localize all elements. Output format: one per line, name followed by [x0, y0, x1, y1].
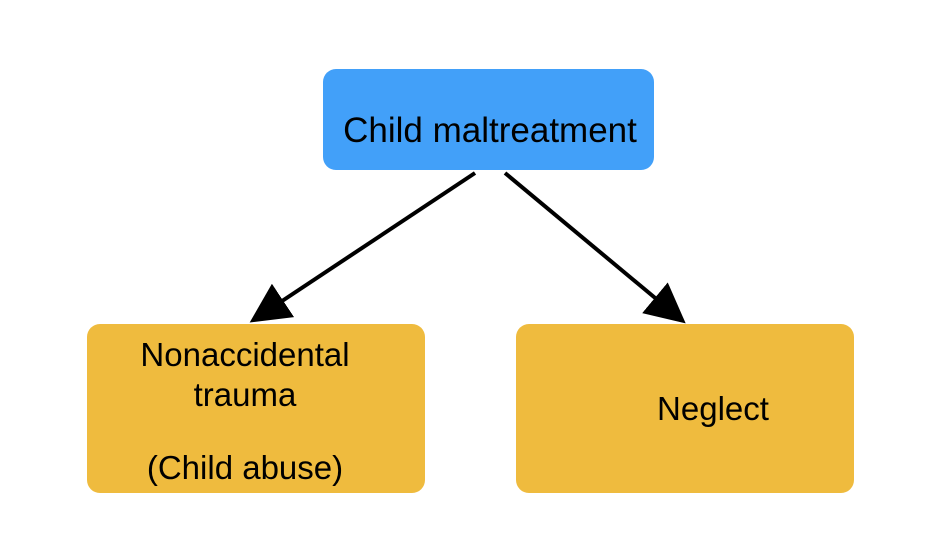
node-nonaccidental-trauma-line3: (Child abuse) — [146, 449, 344, 486]
node-nonaccidental-trauma: Nonaccidental trauma (Child abuse) — [87, 324, 425, 493]
arrow-to-nonaccidental-trauma — [249, 171, 477, 323]
node-neglect-label: Neglect — [657, 390, 769, 427]
arrow-to-neglect — [503, 171, 686, 324]
node-child-maltreatment: Child maltreatment — [323, 69, 654, 170]
node-neglect: Neglect — [516, 324, 854, 493]
node-nonaccidental-trauma-line1: Nonaccidental — [140, 336, 350, 373]
node-nonaccidental-trauma-line2: trauma — [193, 376, 297, 413]
node-child-maltreatment-label: Child maltreatment — [343, 111, 637, 150]
